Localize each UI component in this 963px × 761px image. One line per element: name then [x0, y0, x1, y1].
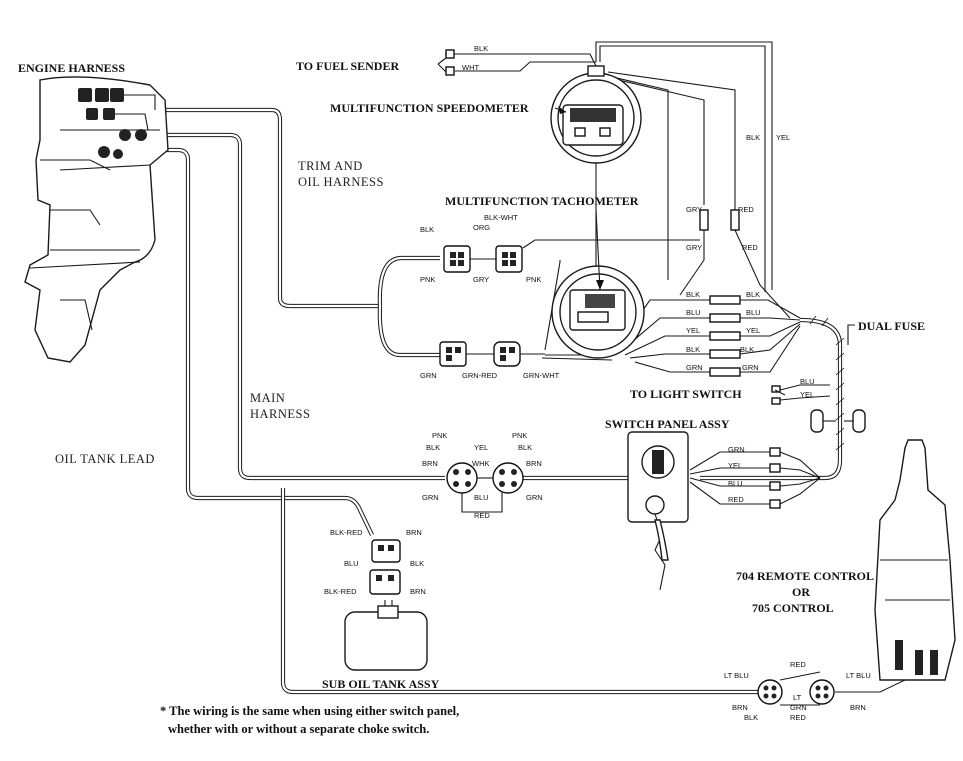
- wire-label: YEL: [474, 443, 488, 452]
- wire-label: PNK: [420, 275, 435, 284]
- wire-label: RED: [728, 495, 744, 504]
- inline-connectors: [445, 49, 781, 509]
- wire-label: BLU: [800, 377, 815, 386]
- thin-wires: [384, 41, 906, 706]
- wire-label: RED: [790, 660, 806, 669]
- main-connectors: [446, 462, 524, 494]
- wire-label: RED: [790, 713, 806, 722]
- wire-label: YEL: [728, 461, 742, 470]
- wire-label: ORG: [473, 223, 490, 232]
- wire-label: BLK: [740, 345, 754, 354]
- wire-label: GRN-RED: [462, 371, 498, 380]
- wire-label: GRN: [420, 371, 437, 380]
- wire-label: PNK: [432, 431, 447, 440]
- wire-label: BRN: [406, 528, 422, 537]
- trim-oil-harness-label-1: TRIM AND: [298, 159, 363, 173]
- wire-label: GRN: [686, 363, 703, 372]
- dual-fuse-hatch: [809, 315, 845, 451]
- wire-label: LT BLU: [724, 671, 749, 680]
- wire-label: WHK: [472, 459, 490, 468]
- remote-control-label-2: OR: [792, 585, 810, 599]
- wire-label: BRN: [526, 459, 542, 468]
- footnote-line-1: * The wiring is the same when using eith…: [160, 704, 459, 718]
- wire-label: BLK: [686, 345, 700, 354]
- outboard-engine: [24, 76, 169, 363]
- wire-label: BLU: [474, 493, 489, 502]
- wire-label: GRN: [790, 703, 807, 712]
- sub-oil-tank-assy-label: SUB OIL TANK ASSY: [322, 677, 440, 691]
- wire-label: BRN: [850, 703, 866, 712]
- wire-label: BRN: [410, 587, 426, 596]
- remote-control-label-1: 704 REMOTE CONTROL: [736, 569, 874, 583]
- footnote: * The wiring is the same when using eith…: [160, 704, 459, 736]
- pointer-arrows: [437, 57, 855, 396]
- wire-label: LT BLU: [846, 671, 871, 680]
- wire-label: BLK: [744, 713, 758, 722]
- wire-label: BLK: [410, 559, 424, 568]
- footnote-line-2: whether with or without a separate choke…: [168, 722, 429, 736]
- multifunction-speedometer: [550, 65, 642, 164]
- to-light-switch-label: TO LIGHT SWITCH: [630, 387, 742, 401]
- wire-label: PNK: [526, 275, 541, 284]
- wire-label: BLK: [686, 290, 700, 299]
- wire-label: BLK: [746, 133, 760, 142]
- wire-label: BLK-RED: [330, 528, 363, 537]
- oil-tank-lead-label: OIL TANK LEAD: [55, 452, 155, 466]
- wire-label: BLK: [746, 290, 760, 299]
- wire-label: BLK: [474, 44, 488, 53]
- wire-label: YEL: [800, 390, 814, 399]
- wire-label: RED: [474, 511, 490, 520]
- wire-label: BLK-WHT: [484, 213, 518, 222]
- wire-label: PNK: [512, 431, 527, 440]
- switch-panel-assy: [627, 431, 689, 591]
- wire-label: BLU: [728, 479, 743, 488]
- wire-label: BLK: [426, 443, 440, 452]
- wire-label: BLK: [420, 225, 434, 234]
- wire-label: RED: [738, 205, 754, 214]
- wire-label: GRN: [422, 493, 439, 502]
- wire-label: GRN: [742, 363, 759, 372]
- wire-label: BLU: [686, 308, 701, 317]
- switch-panel-assy-label: SWITCH PANEL ASSY: [605, 417, 730, 431]
- main-harness-label-2: HARNESS: [250, 407, 310, 421]
- wire-label: YEL: [686, 326, 700, 335]
- wire-label: GRN: [728, 445, 745, 454]
- wire-label: BLU: [746, 308, 761, 317]
- sub-oil-tank-assy: [344, 539, 428, 671]
- wire-label: GRY: [473, 275, 489, 284]
- multifunction-tachometer: [551, 265, 645, 359]
- dual-fuse-label: DUAL FUSE: [858, 319, 925, 333]
- multifunction-tachometer-label: MULTIFUNCTION TACHOMETER: [445, 194, 639, 208]
- harness-cables: [128, 107, 843, 695]
- to-fuel-sender-label: TO FUEL SENDER: [296, 59, 399, 73]
- wire-color-labels: BLK WHT BLK YEL GRY RED GRY RED BLK BLK-…: [324, 44, 871, 722]
- remote-control: [757, 439, 956, 705]
- engine-harness-label: ENGINE HARNESS: [18, 61, 125, 75]
- main-harness-label-1: MAIN: [250, 391, 285, 405]
- remote-control-label-3: 705 CONTROL: [752, 601, 834, 615]
- trim-connectors: [439, 245, 545, 367]
- wire-label: LT: [793, 693, 802, 702]
- wire-label: BRN: [732, 703, 748, 712]
- wire-label: GRY: [686, 205, 702, 214]
- wire-label: GRY: [686, 243, 702, 252]
- wire-label: BLK-RED: [324, 587, 357, 596]
- wire-label: BLU: [344, 559, 359, 568]
- trim-oil-harness-label-2: OIL HARNESS: [298, 175, 384, 189]
- wire-label: WHT: [462, 63, 479, 72]
- wire-label: GRN-WHT: [523, 371, 560, 380]
- wire-label: YEL: [746, 326, 760, 335]
- wire-label: BRN: [422, 459, 438, 468]
- multifunction-speedometer-label: MULTIFUNCTION SPEEDOMETER: [330, 101, 529, 115]
- wire-label: BLK: [518, 443, 532, 452]
- component-labels: ENGINE HARNESS TO FUEL SENDER MULTIFUNCT…: [18, 59, 925, 691]
- wire-label: YEL: [776, 133, 790, 142]
- wire-label: GRN: [526, 493, 543, 502]
- wire-label: RED: [742, 243, 758, 252]
- fuse-holders: [810, 409, 866, 433]
